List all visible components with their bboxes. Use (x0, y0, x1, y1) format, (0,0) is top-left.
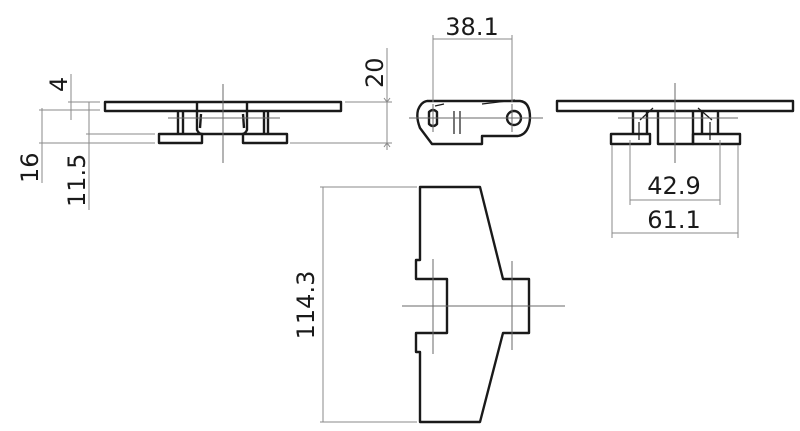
dim-label-42-9: 42.9 (647, 172, 700, 200)
dimension-42-9: 42.9 (629, 140, 721, 205)
side-view-left (103, 84, 343, 163)
dim-label-114-3: 114.3 (292, 271, 320, 340)
dimension-16: 16 (16, 108, 155, 183)
dimension-61-1: 61.1 (611, 145, 739, 238)
dim-label-20: 20 (361, 57, 389, 88)
dim-label-61-1: 61.1 (647, 206, 700, 234)
dim-label-4: 4 (45, 77, 73, 92)
link-side-view (409, 99, 543, 146)
dim-label-38-1: 38.1 (445, 13, 498, 41)
dim-label-16: 16 (16, 152, 44, 183)
dimension-38-1: 38.1 (432, 13, 513, 102)
dimension-4: 4 (45, 74, 100, 120)
dimension-11-5: 11.5 (63, 102, 155, 210)
dimension-20: 20 (290, 48, 392, 150)
end-view-right (555, 83, 795, 163)
dim-label-11-5: 11.5 (63, 154, 91, 207)
dimension-114-3: 114.3 (292, 186, 417, 423)
plan-view (402, 185, 565, 424)
